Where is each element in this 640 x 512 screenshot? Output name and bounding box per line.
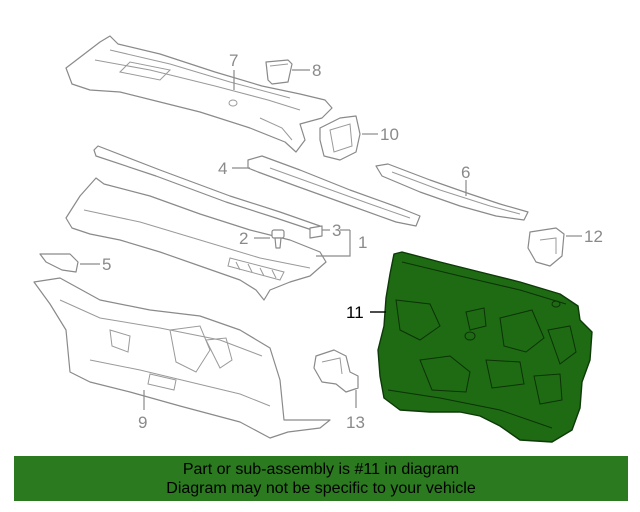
- callout-6[interactable]: 6: [461, 163, 470, 182]
- callout-9[interactable]: 9: [138, 413, 147, 432]
- callout-12[interactable]: 12: [584, 227, 603, 246]
- callout-4[interactable]: 4: [218, 159, 227, 178]
- callout-3[interactable]: 3: [332, 221, 341, 240]
- part-2-push-clip[interactable]: [271, 229, 285, 249]
- leader-lines: [80, 69, 582, 410]
- part-6-reinforcement-bar[interactable]: [375, 163, 529, 221]
- callout-13[interactable]: 13: [346, 413, 365, 432]
- callout-11[interactable]: 11: [346, 303, 364, 322]
- part-8-clip[interactable]: [265, 59, 293, 85]
- info-banner: Part or sub-assembly is #11 in diagram D…: [14, 456, 628, 501]
- callout-8[interactable]: 8: [312, 61, 321, 80]
- part-7-cowl-panel[interactable]: [65, 35, 333, 153]
- banner-line-1: Part or sub-assembly is #11 in diagram: [182, 461, 460, 478]
- callout-10[interactable]: 10: [380, 125, 399, 144]
- callout-5[interactable]: 5: [102, 255, 111, 274]
- part-1-lower-cowl[interactable]: [65, 177, 327, 301]
- part-5-bracket[interactable]: [39, 253, 79, 273]
- banner-line-2: Diagram may not be specific to your vehi…: [166, 480, 476, 497]
- callout-2[interactable]: 2: [239, 229, 248, 248]
- callout-1[interactable]: 1: [358, 233, 367, 252]
- part-10-bracket[interactable]: [319, 115, 361, 161]
- part-9-dash-outer-panel[interactable]: [33, 277, 331, 439]
- parts-diagram: 7 8 10 4 6 2 3 1 5 12 9 13 11: [33, 35, 603, 443]
- part-11-dash-insulator[interactable]: [377, 251, 593, 443]
- callout-7[interactable]: 7: [229, 51, 238, 70]
- part-13-bracket[interactable]: [313, 349, 359, 393]
- part-3-clip[interactable]: [309, 225, 323, 239]
- part-4-reinforcement[interactable]: [247, 155, 421, 227]
- callouts: 7 8 10 4 6 2 3 1 5 12 9 13 11: [102, 51, 603, 432]
- part-12-bracket[interactable]: [527, 227, 565, 267]
